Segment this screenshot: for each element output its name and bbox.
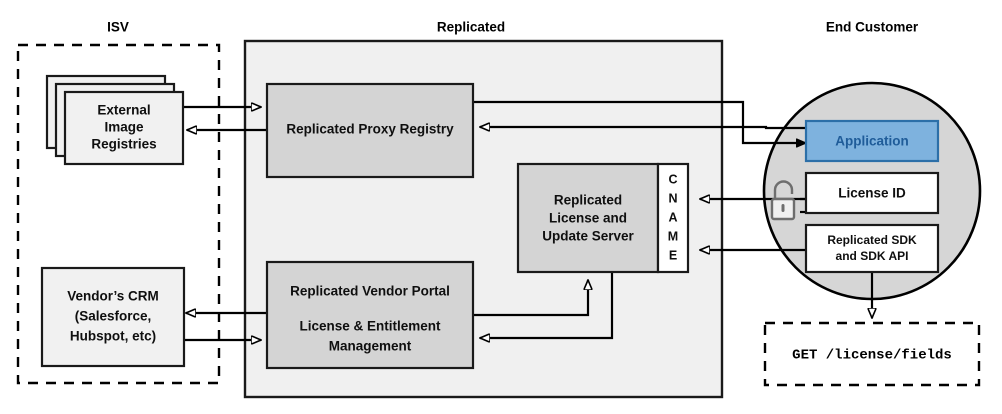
replicated-proxy-registry-label: Replicated Proxy Registry — [286, 122, 454, 137]
replicated-vendor-portal-label-line3: License & Entitlement — [299, 319, 441, 334]
external-image-registries-label-line1: External — [97, 103, 150, 118]
vendors-crm-label-line3: Hubspot, etc) — [70, 329, 156, 344]
external-image-registries-label-line3: Registries — [91, 137, 156, 152]
zone-title-isv: ISV — [107, 20, 129, 35]
application[interactable] — [804, 119, 940, 163]
license-id[interactable] — [804, 171, 940, 215]
cname-strip[interactable] — [656, 162, 690, 274]
connection-vendor-portal-to-license-server — [473, 280, 588, 317]
license-update-server-label-line3: Update Server — [542, 229, 634, 244]
vendors-crm-label-line2: (Salesforce, — [75, 309, 152, 324]
cname-letter-c: C — [668, 172, 677, 186]
replicated-vendor-portal-label-line1: Replicated Vendor Portal — [290, 284, 450, 299]
connection-license-server-to-vendor-portal — [480, 272, 614, 338]
cname-letter-n: N — [668, 191, 677, 205]
replicated-license-and-update-server[interactable] — [516, 162, 660, 274]
application-label: Application — [835, 134, 909, 149]
zone-title-replicated: Replicated — [437, 20, 505, 35]
unlock-icon — [770, 180, 796, 221]
cname-letter-a: A — [668, 210, 677, 224]
external-image-registries[interactable] — [63, 90, 185, 166]
replicated-proxy-registry[interactable] — [265, 82, 475, 179]
license-update-server-label-line1: Replicated — [554, 193, 622, 208]
replicated-vendor-portal-label-line4: Management — [329, 339, 412, 354]
external-image-registries-label-line2: Image — [104, 120, 144, 135]
vendors-crm[interactable] — [40, 266, 186, 368]
replicated-sdk-label-line2: and SDK API — [836, 249, 909, 263]
api-request-label: GET /license/fields — [792, 348, 952, 364]
zone-title-end-customer: End Customer — [826, 20, 919, 35]
license-id-label: License ID — [838, 186, 906, 201]
connection-application-to-proxy — [480, 127, 806, 128]
replicated-sdk[interactable] — [804, 223, 940, 274]
license-update-server-label-line2: License and — [549, 211, 627, 226]
cname-letter-m: M — [668, 229, 678, 243]
vendors-crm-label-line1: Vendor’s CRM — [67, 289, 159, 304]
api-request-box — [763, 321, 981, 387]
replicated-vendor-portal[interactable] — [265, 260, 475, 370]
cname-letter-e: E — [669, 248, 677, 262]
connection-proxy-to-application — [473, 100, 806, 143]
isv-zone-boundary — [16, 43, 221, 385]
replicated-sdk-label-line1: Replicated SDK — [827, 233, 917, 247]
